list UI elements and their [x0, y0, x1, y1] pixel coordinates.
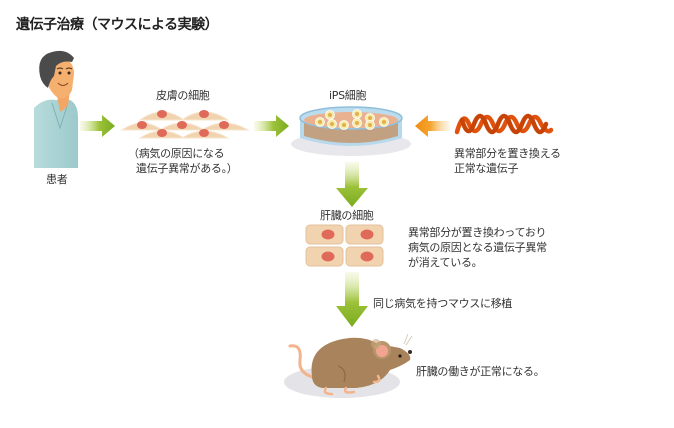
arrow-down-icon	[336, 272, 368, 327]
liver-cells-note-line2: 病気の原因となる遺伝子異常	[408, 241, 547, 254]
arrow-left-icon	[415, 115, 450, 137]
normal-gene-line1: 異常部分を置き換える	[454, 147, 561, 160]
ips-cells-label: iPS細胞	[329, 89, 367, 102]
cell-nucleus	[321, 229, 335, 240]
arrow-right-icon	[254, 115, 289, 137]
transplant-label: 同じ病気を持つマウスに移植	[373, 297, 513, 310]
mouse-result-label: 肝臓の働きが正常になる。	[416, 365, 545, 378]
skin-cells-note: （病気の原因になる 遺伝子異常がある。）	[128, 146, 238, 176]
patient-illustration	[34, 50, 78, 168]
patient-shirt	[34, 99, 78, 168]
skin-cells-label: 皮膚の細胞	[156, 89, 210, 102]
liver-cells-note-line3: が消えている。	[408, 256, 483, 269]
liver-cells-note: 異常部分が置き換わっており 病気の原因となる遺伝子異常 が消えている。	[408, 225, 547, 270]
cell-nucleus	[157, 110, 167, 118]
patient-hair	[39, 50, 74, 88]
arrow-right-icon	[80, 115, 115, 137]
patient-label: 患者	[46, 173, 68, 186]
cell-nucleus	[199, 129, 209, 137]
mouse-illustration	[284, 333, 413, 398]
cell-nucleus	[360, 229, 374, 240]
cell-nucleus	[219, 121, 229, 129]
liver-cells-note-line1: 異常部分が置き換わっており	[408, 226, 547, 239]
skin-cells-note-line2: 遺伝子異常がある。）	[136, 162, 238, 175]
arrow-down-icon	[336, 162, 368, 207]
liver-cells-label: 肝臓の細胞	[320, 209, 374, 222]
skin-cells-note-line1: （病気の原因になる	[128, 147, 225, 160]
normal-gene-note: 異常部分を置き換える 正常な遺伝子	[454, 146, 561, 176]
cell-nucleus	[321, 251, 335, 262]
normal-gene-line2: 正常な遺伝子	[454, 162, 519, 175]
cell-nucleus	[137, 121, 147, 129]
dna-helix-icon	[454, 113, 554, 135]
cell-nucleus	[360, 251, 374, 262]
cell-nucleus	[177, 121, 187, 129]
skin-cells-illustration	[120, 110, 250, 139]
cell-nucleus	[199, 110, 209, 118]
petri-dish-illustration	[291, 106, 411, 156]
cell-nucleus	[157, 129, 167, 137]
diagram-title: 遺伝子治療（マウスによる実験）	[16, 17, 219, 33]
liver-cells-illustration	[305, 224, 384, 267]
